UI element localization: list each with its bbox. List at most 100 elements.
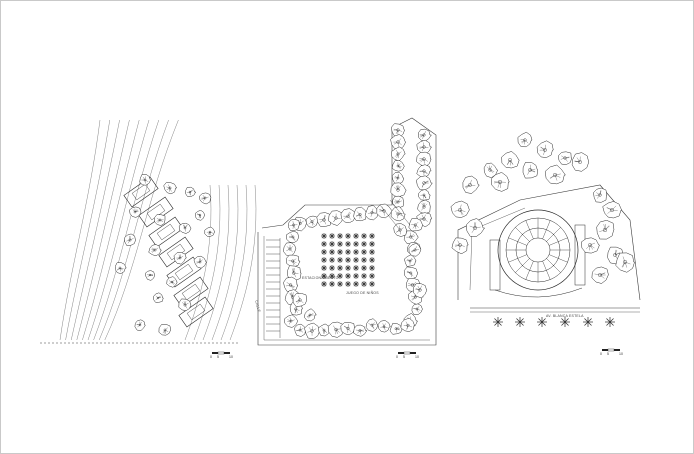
terrace-block bbox=[173, 276, 209, 308]
rotunda-spoke bbox=[549, 237, 568, 246]
tree-canopy-icon bbox=[148, 244, 162, 257]
tree-canopy-icon bbox=[305, 215, 319, 228]
tree-canopy-icon bbox=[364, 205, 379, 221]
plaza-tree-icon bbox=[329, 257, 335, 263]
tree-canopy-icon bbox=[287, 265, 302, 281]
tree-canopy-icon bbox=[178, 222, 192, 234]
contour-line bbox=[87, 119, 150, 341]
contour-line bbox=[82, 119, 140, 341]
tree-canopy-icon bbox=[522, 162, 539, 179]
plaza-tree-icon bbox=[337, 241, 343, 247]
tree-canopy-icon bbox=[340, 208, 357, 224]
tree-canopy-icon bbox=[411, 303, 423, 315]
tree-canopy-icon bbox=[403, 266, 419, 280]
tree-canopy-icon bbox=[158, 324, 172, 336]
contour-line bbox=[65, 119, 111, 341]
tree-canopy-icon bbox=[134, 319, 146, 331]
terrace-inner bbox=[156, 223, 176, 241]
plaza-tree-icon bbox=[353, 257, 359, 263]
palm-icon bbox=[560, 317, 570, 327]
contour-line bbox=[193, 184, 221, 341]
plaza-tree-icon bbox=[369, 241, 375, 247]
tree-canopy-icon bbox=[193, 255, 207, 269]
tree-canopy-icon bbox=[418, 189, 431, 201]
tree-canopy-icon bbox=[391, 171, 405, 185]
tree-canopy-icon bbox=[283, 242, 297, 257]
tree-canopy-icon bbox=[178, 298, 192, 311]
plaza-tree-icon bbox=[361, 273, 367, 279]
rotunda-spoke bbox=[546, 258, 561, 273]
tree-canopy-icon bbox=[153, 292, 164, 303]
tree-canopy-icon bbox=[391, 146, 406, 162]
plaza-tree-icon bbox=[337, 257, 343, 263]
tree-canopy-icon bbox=[408, 217, 424, 232]
topographic-contours bbox=[59, 119, 257, 341]
rotunda-spoke bbox=[546, 227, 561, 242]
plaza-tree-icon bbox=[321, 273, 327, 279]
terrace-block bbox=[158, 236, 194, 268]
tree-canopy-icon bbox=[185, 186, 197, 197]
plaza-tree-icon bbox=[337, 281, 343, 287]
palm-icon bbox=[515, 317, 525, 327]
contour-line bbox=[229, 184, 257, 341]
plaza-tree-icon bbox=[337, 273, 343, 279]
side-wing bbox=[574, 224, 586, 286]
tree-canopy-icon bbox=[365, 318, 379, 332]
tree-canopy-icon bbox=[389, 322, 403, 335]
plaza-tree-icon bbox=[345, 281, 351, 287]
tree-canopy-icon bbox=[163, 181, 178, 195]
tree-canopy-icon bbox=[404, 254, 417, 267]
plaza-tree-icon bbox=[345, 241, 351, 247]
label-plaza: JUEGO DE NIÑOS bbox=[346, 291, 379, 295]
contour-line bbox=[70, 119, 120, 341]
rotunda-spoke bbox=[542, 220, 551, 239]
plaza-tree-icon bbox=[353, 281, 359, 287]
plaza-tree-icon bbox=[361, 257, 367, 263]
tree-canopy-icon bbox=[288, 219, 300, 231]
tree-canopy-icon bbox=[593, 187, 608, 203]
plaza-tree-icon bbox=[345, 265, 351, 271]
rotunda-spoke bbox=[525, 261, 534, 280]
tree-canopy-icon bbox=[501, 151, 520, 169]
tree-canopy-icon bbox=[294, 323, 307, 337]
plaza-tree-icon bbox=[345, 233, 351, 239]
tree-canopy-icon bbox=[284, 314, 299, 328]
tree-canopy-icon bbox=[154, 214, 166, 226]
plaza-tree-icon bbox=[369, 273, 375, 279]
palm-icon bbox=[537, 317, 547, 327]
tree-canopy-icon bbox=[377, 320, 391, 333]
tree-canopy-icon bbox=[571, 152, 590, 172]
plaza-tree-grid bbox=[321, 233, 375, 287]
tree-canopy-icon bbox=[602, 201, 622, 219]
rotunda-spoke bbox=[515, 227, 530, 242]
plaza-tree-icon bbox=[321, 281, 327, 287]
tree-canopy-icon bbox=[483, 162, 499, 178]
terrace-block bbox=[148, 216, 184, 248]
palm-icon bbox=[493, 317, 503, 327]
tree-canopy-icon bbox=[353, 206, 368, 222]
tree-canopy-icon bbox=[517, 131, 533, 148]
plaza-tree-icon bbox=[337, 249, 343, 255]
terrace-block bbox=[123, 176, 159, 208]
parking-stalls bbox=[266, 238, 281, 338]
tree-canopy-icon bbox=[416, 175, 433, 191]
rotunda-spoke bbox=[508, 237, 527, 246]
tree-canopy-icon bbox=[416, 164, 432, 178]
plaza-tree-icon bbox=[321, 249, 327, 255]
tree-canopy-icon bbox=[418, 128, 432, 142]
tree-canopy-icon bbox=[129, 206, 142, 218]
tree-canopy-icon bbox=[462, 175, 480, 194]
tree-canopy-icon bbox=[392, 195, 404, 208]
tree-canopy-icon bbox=[558, 151, 573, 165]
plaza-tree-icon bbox=[329, 265, 335, 271]
tree-canopy-icon bbox=[490, 172, 510, 192]
plaza-tree-icon bbox=[353, 241, 359, 247]
scale-bar-right bbox=[602, 348, 620, 352]
tree-canopy-icon bbox=[166, 276, 178, 288]
tree-canopy-icon bbox=[536, 140, 554, 158]
rotunda-spoke bbox=[525, 220, 534, 239]
tree-canopy-icon bbox=[115, 262, 127, 274]
plaza-tree-icon bbox=[361, 265, 367, 271]
tree-canopy-icon bbox=[327, 321, 345, 338]
